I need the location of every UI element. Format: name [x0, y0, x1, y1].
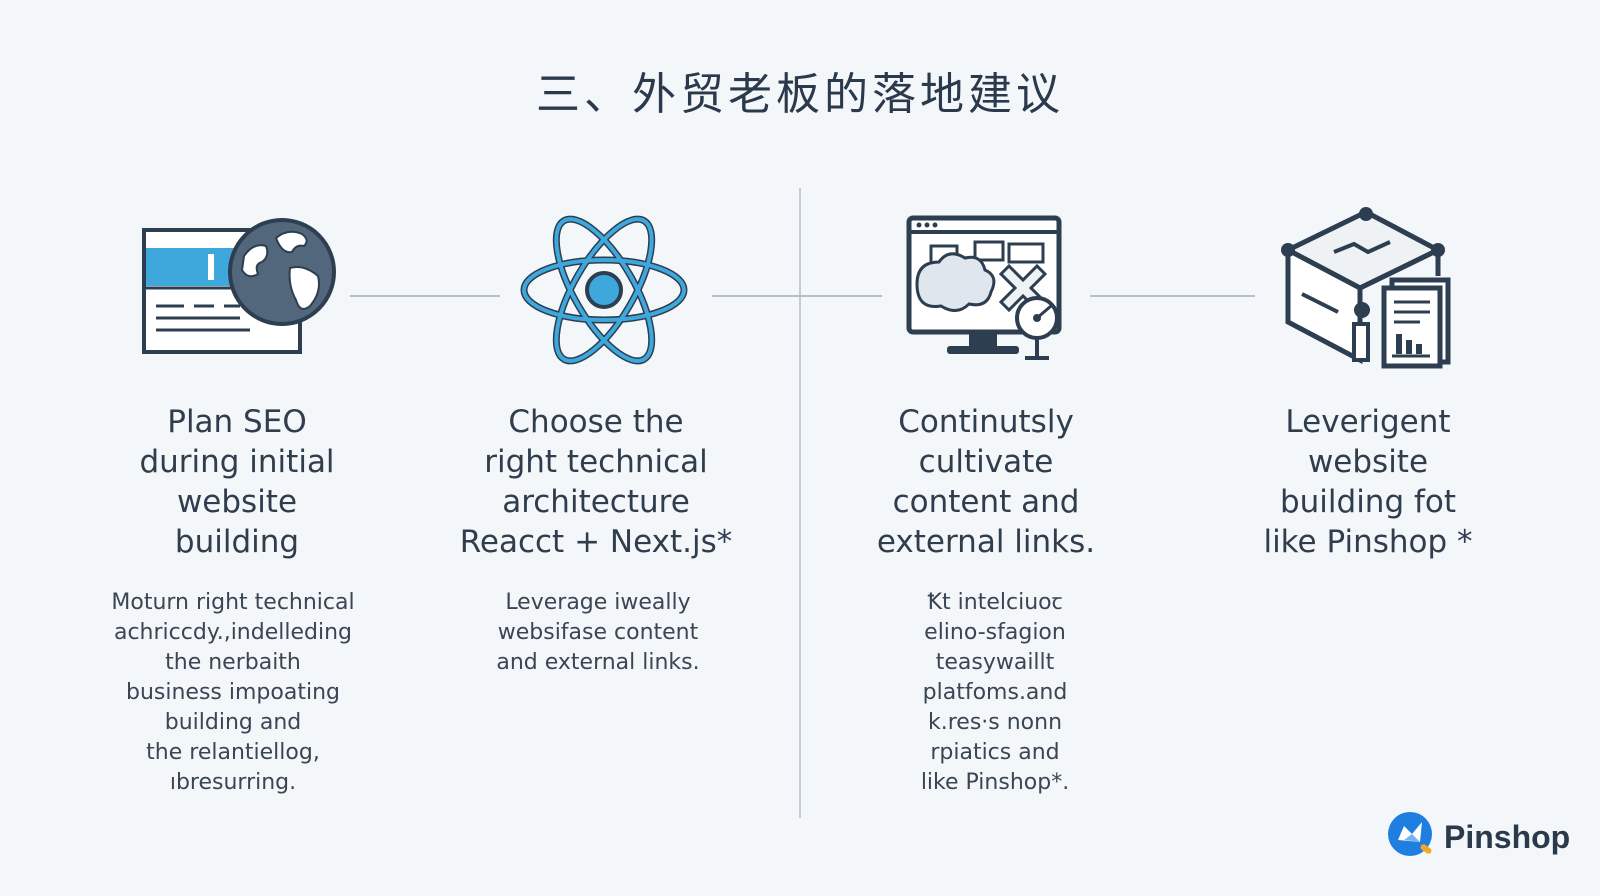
step-3-desc-line: Ꝁt intelciuoꞇ	[927, 590, 1063, 615]
step-3-title-line: Continutsly	[898, 404, 1074, 440]
step-1-title-line: Plan SEO	[167, 404, 307, 440]
step-1-title-line: during initial	[139, 444, 335, 480]
step-3-title-line: external links.	[876, 524, 1096, 560]
step-4-title: Leverigent website building fot like Pin…	[1208, 402, 1528, 562]
step-3-desc-line: rpiatics and	[930, 740, 1060, 765]
connector-2	[712, 295, 882, 297]
step-1-title-line: building	[174, 524, 300, 560]
step-3-title-line: content and	[892, 484, 1080, 520]
step-1-desc-line: building and	[164, 710, 302, 735]
step-4-title-line: website	[1307, 444, 1429, 480]
step-3-desc-line: elino-sfagion	[924, 620, 1066, 645]
step-3-desc-line: k.res·s nonn	[927, 710, 1063, 735]
step-1-title-line: website	[176, 484, 298, 520]
step-1-desc-line: the nerbaith	[165, 650, 301, 675]
step-3-desc-line: teasywaillt	[935, 650, 1055, 675]
step-2-title-line: Reacct + Next.js*	[459, 524, 733, 560]
step-1-desc-line: the relantiellog,	[146, 740, 320, 765]
globe-website-icon	[140, 210, 340, 364]
center-divider	[799, 188, 801, 818]
step-3-desc: Ꝁt intelciuoꞇ elino-sfagion teasywaillt …	[835, 588, 1155, 798]
step-2-desc-line: and external links.	[496, 650, 700, 675]
step-2-title: Choose the right technical architecture …	[436, 402, 756, 562]
connector-1	[350, 295, 500, 297]
step-3-title: Continutsly cultivate content and extern…	[826, 402, 1146, 562]
step-1-desc-line: ıbresurring.	[169, 770, 297, 795]
react-atom-icon	[518, 212, 690, 372]
monitor-content-icon	[905, 214, 1081, 374]
step-2-title-line: architecture	[502, 484, 690, 520]
step-3-desc-line: like Pinshop*.	[920, 770, 1070, 795]
brand-name: Pinshop	[1444, 818, 1571, 855]
step-2-title-line: right technical	[484, 444, 708, 480]
pinshop-logo-icon	[1386, 810, 1436, 864]
step-3-title-line: cultivate	[918, 444, 1054, 480]
box-document-icon	[1280, 206, 1460, 374]
step-1-title: Plan SEO during initial website building	[77, 402, 397, 562]
step-1-desc: Moturn right technical achriccdy.,indell…	[73, 588, 393, 798]
step-1-desc-line: Moturn right technical	[111, 590, 355, 615]
step-4-title-line: building fot	[1279, 484, 1457, 520]
step-2-desc-line: websifase content	[497, 620, 699, 645]
pinshop-brand[interactable]: Pinshop	[1386, 812, 1570, 862]
step-4-title-line: like Pinshop *	[1263, 524, 1473, 560]
step-1-desc-line: business impoating	[126, 680, 340, 705]
step-3-desc-line: platfoms.and	[922, 680, 1068, 705]
connector-3	[1090, 295, 1255, 297]
step-2-title-line: Choose the	[508, 404, 684, 440]
step-2-desc-line: Leverage iweally	[505, 590, 691, 615]
step-4-title-line: Leverigent	[1285, 404, 1451, 440]
step-2-desc: Leverage iweally websifase content and e…	[438, 588, 758, 678]
step-1-desc-line: achriccdy.,indelleding	[113, 620, 352, 645]
page-title: 三、外贸老板的落地建议	[536, 69, 1064, 120]
